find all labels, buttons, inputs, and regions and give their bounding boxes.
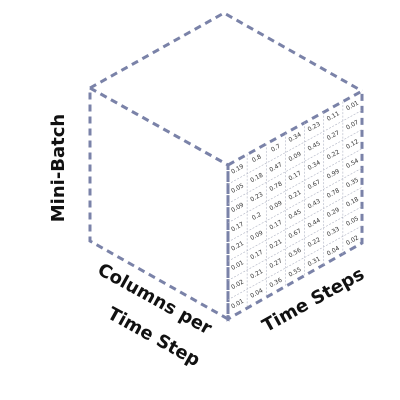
grid-cell-value: 0.33 (326, 226, 341, 239)
grid-cell-value: 0.11 (326, 110, 341, 123)
grid-row-line (227, 206, 363, 281)
grid-row-line (227, 129, 363, 204)
grid-cell-value: 0.99 (326, 168, 341, 181)
right-face (226, 88, 364, 322)
grid-cell-value: 0.67 (307, 178, 322, 191)
grid-cell-value: 0.12 (345, 138, 360, 151)
grid-cell-value: 0.47 (268, 161, 283, 174)
grid-cell-value: 0.45 (307, 140, 322, 153)
grid-cell-value: 0.01 (230, 298, 245, 311)
grid-cell-value: 0.21 (249, 268, 264, 281)
grid-cell-value: 0.01 (230, 259, 245, 272)
grid-cell-value: 0.67 (287, 227, 302, 240)
grid-cell-value: 0.43 (307, 198, 322, 211)
grid-cell-value: 0.09 (249, 229, 264, 242)
grid-cell-value: 0.21 (268, 238, 283, 251)
label-mini-batch: Mini-Batch (48, 114, 69, 223)
grid-cell-value: 0.78 (268, 180, 283, 193)
grid-cell-value: 0.45 (287, 208, 302, 221)
grid-cell-value: 0.17 (268, 219, 283, 232)
grid-cell-value: 0.05 (345, 215, 360, 228)
grid-row-line (227, 186, 363, 262)
top-back-edges (89, 11, 363, 93)
grid-cell-value: 0.17 (249, 249, 264, 262)
grid-cell-value: 0.07 (345, 119, 360, 132)
grid-row-line (227, 109, 363, 185)
grid-cell-value: 0.21 (287, 189, 302, 202)
grid-cell-value: 0.54 (345, 157, 360, 170)
label-time-steps: Time Steps (259, 264, 368, 337)
grid-cell-value: 0.21 (230, 240, 245, 253)
grid-cell-value: 0.27 (268, 257, 283, 270)
grid-cell-value: 0.56 (287, 247, 302, 260)
grid-cell-value: 0.05 (230, 182, 245, 195)
grid-cell-value: 0.44 (307, 217, 322, 230)
grid-cell-value: 0.09 (230, 201, 245, 214)
grid-cell-value: 0.18 (249, 172, 264, 185)
grid-cell-value: 0.78 (326, 187, 341, 200)
grid-cell-value: 0.17 (230, 221, 245, 234)
grid-cell-value: 0.22 (326, 149, 341, 162)
grid-cell-value: 0.04 (326, 245, 341, 258)
grid-cell-value: 0.19 (230, 163, 245, 176)
grid-cell-value: 0.29 (326, 206, 341, 219)
grid-cell-value: 0.09 (287, 150, 302, 163)
grid-cell-value: 0.01 (345, 100, 360, 113)
grid-cell-value: 0.23 (249, 191, 264, 204)
grid-cell-value: 0.27 (326, 129, 341, 142)
grid-cell-value: 0.18 (345, 196, 360, 209)
grid-row-line (227, 225, 363, 301)
grid-cell-value: 0.09 (268, 200, 283, 213)
grid-row-line (227, 167, 363, 243)
grid-lines (227, 101, 363, 309)
grid-cell-value: 0.02 (345, 234, 360, 247)
grid-cell-value: 0.23 (307, 121, 322, 134)
grid-cell-value: 0.8 (251, 153, 263, 164)
grid-cell-value: 0.34 (287, 131, 302, 144)
grid-cell-value: 0.35 (345, 177, 360, 190)
grid-cell-value: 0.22 (307, 236, 322, 249)
grid-row-line (227, 148, 363, 224)
grid-cell-value: 0.34 (307, 159, 322, 172)
grid-cell-value: 0.2 (251, 211, 263, 222)
grid-cell-value: 0.02 (230, 278, 245, 291)
grid-cell-value: 0.04 (249, 287, 264, 300)
grid-cell-value: 0.7 (270, 143, 282, 154)
grid-cell-value: 0.17 (287, 170, 302, 183)
